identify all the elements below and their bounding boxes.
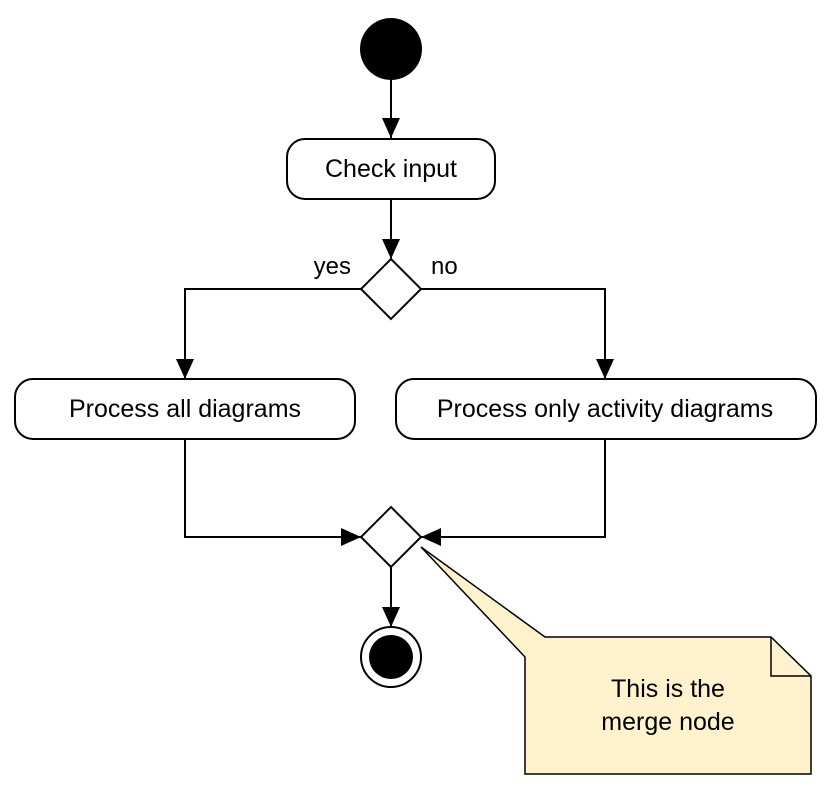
note-shape xyxy=(420,546,812,775)
note-callout: This is the merge node xyxy=(420,546,812,775)
edge-label-no: no xyxy=(431,253,458,280)
edge-decision-yes-to-process-all xyxy=(176,288,361,379)
merge-node xyxy=(359,505,423,569)
action-process-activity-diagrams: Process only activity diagrams xyxy=(395,378,817,440)
edge-process-all-to-merge xyxy=(184,439,361,546)
action-process-all-diagrams: Process all diagrams xyxy=(14,378,356,440)
action-check-input-label: Check input xyxy=(325,155,457,183)
final-node xyxy=(360,626,422,688)
edges xyxy=(176,80,614,627)
edge-label-yes: yes xyxy=(314,253,351,280)
initial-node xyxy=(360,18,422,80)
note-text-line1: This is the xyxy=(611,675,725,703)
edge-decision-no-to-process-activity xyxy=(421,288,614,379)
edge-process-activity-to-merge xyxy=(421,439,606,546)
decision-node xyxy=(359,257,423,321)
note-folded-corner xyxy=(770,637,811,677)
action-process-activity-diagrams-label: Process only activity diagrams xyxy=(437,395,773,423)
action-process-all-diagrams-label: Process all diagrams xyxy=(69,395,301,423)
action-check-input: Check input xyxy=(286,138,496,200)
note-text-line2: merge node xyxy=(601,708,734,736)
